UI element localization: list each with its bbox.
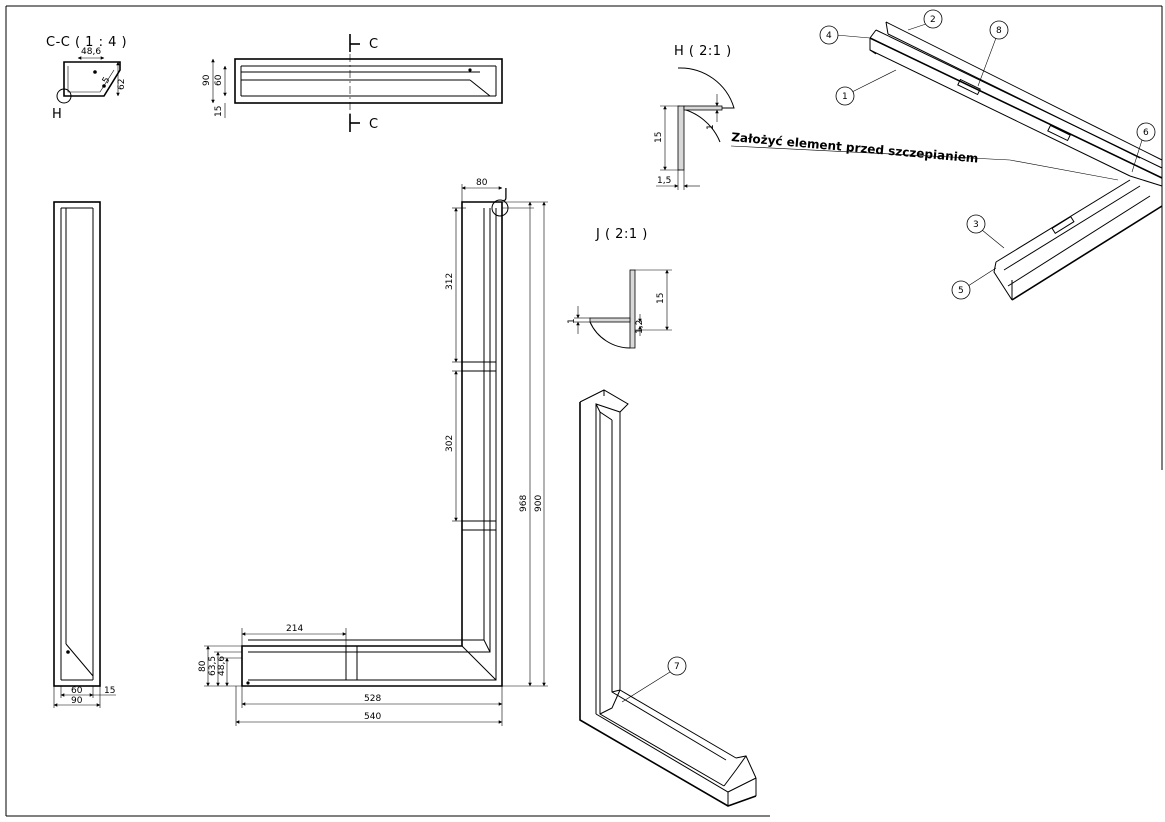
cut-label-top: C bbox=[369, 37, 378, 52]
dim-900: 900 bbox=[534, 495, 544, 512]
dim-1-2-j: 1,2 bbox=[635, 320, 645, 334]
isometric-assembly-view: Założyć element przed szczepianiem 1 2 3… bbox=[731, 9, 1163, 301]
detail-h-title: H ( 2:1 ) bbox=[674, 44, 732, 59]
dim-80-top: 80 bbox=[476, 178, 488, 188]
section-cc-view: C-C ( 1 : 4 ) 48,6 5 62 H bbox=[46, 35, 127, 122]
dim-60-top: 60 bbox=[214, 74, 224, 86]
dim-62-cc: 62 bbox=[117, 79, 127, 90]
dim-302: 302 bbox=[445, 435, 455, 452]
dim-90-top: 90 bbox=[202, 74, 212, 86]
dim-312: 312 bbox=[445, 273, 455, 290]
dim-214: 214 bbox=[286, 624, 303, 634]
detail-j-title: J ( 2:1 ) bbox=[595, 227, 648, 242]
dim-63-5: 63,5 bbox=[208, 656, 218, 676]
balloon-1-label: 1 bbox=[842, 92, 848, 102]
balloon-2: 2 bbox=[907, 9, 943, 31]
detail-h-view: H ( 2:1 ) 15 1 1,5 bbox=[654, 44, 735, 190]
dim-80-left: 80 bbox=[198, 660, 208, 672]
isometric-frame-view: 7 bbox=[579, 389, 757, 807]
balloon-7-label: 7 bbox=[674, 662, 680, 672]
balloon-4: 4 bbox=[819, 25, 871, 45]
balloon-6-label: 6 bbox=[1143, 128, 1149, 138]
balloon-8-label: 8 bbox=[996, 26, 1002, 36]
dim-15-side: 15 bbox=[104, 686, 115, 696]
detail-marker-h: H bbox=[52, 107, 62, 122]
dim-5-cc: 5 bbox=[101, 76, 113, 86]
dim-15-j: 15 bbox=[656, 293, 666, 304]
balloon-5-label: 5 bbox=[958, 286, 964, 296]
main-l-view: J 80 312 302 968 900 214 bbox=[198, 178, 548, 726]
dim-968: 968 bbox=[519, 495, 529, 512]
dim-1-j: 1 bbox=[567, 318, 577, 324]
detail-marker-j: J bbox=[503, 187, 508, 202]
balloon-7: 7 bbox=[621, 656, 687, 703]
top-view: C C 90 60 15 bbox=[202, 34, 503, 132]
detail-j-view: J ( 2:1 ) 15 1 1,2 bbox=[567, 227, 672, 349]
dim-48-6-cc: 48,6 bbox=[81, 47, 101, 57]
dim-540: 540 bbox=[364, 712, 381, 722]
balloon-6: 6 bbox=[1131, 122, 1156, 173]
dim-1-h: 1 bbox=[706, 124, 716, 130]
side-view: 60 90 15 bbox=[53, 201, 116, 708]
dim-15-h: 15 bbox=[654, 132, 664, 143]
dim-48-6-main: 48,6 bbox=[217, 656, 227, 676]
balloon-5: 5 bbox=[951, 267, 997, 300]
balloon-4-label: 4 bbox=[826, 31, 832, 41]
balloon-2-label: 2 bbox=[930, 15, 936, 25]
sheet-frame bbox=[5, 5, 1163, 817]
dim-90-side: 90 bbox=[71, 696, 83, 706]
balloon-1: 1 bbox=[835, 69, 897, 106]
dim-528: 528 bbox=[364, 694, 381, 704]
cut-label-bottom: C bbox=[369, 117, 378, 132]
section-cc-title: C-C ( 1 : 4 ) bbox=[46, 35, 127, 50]
dim-15-top: 15 bbox=[214, 106, 224, 117]
dim-60-side: 60 bbox=[71, 686, 83, 696]
balloon-3: 3 bbox=[966, 214, 1005, 249]
dim-1-5-h: 1,5 bbox=[657, 176, 671, 186]
balloon-3-label: 3 bbox=[973, 220, 979, 230]
balloon-8: 8 bbox=[977, 20, 1009, 87]
